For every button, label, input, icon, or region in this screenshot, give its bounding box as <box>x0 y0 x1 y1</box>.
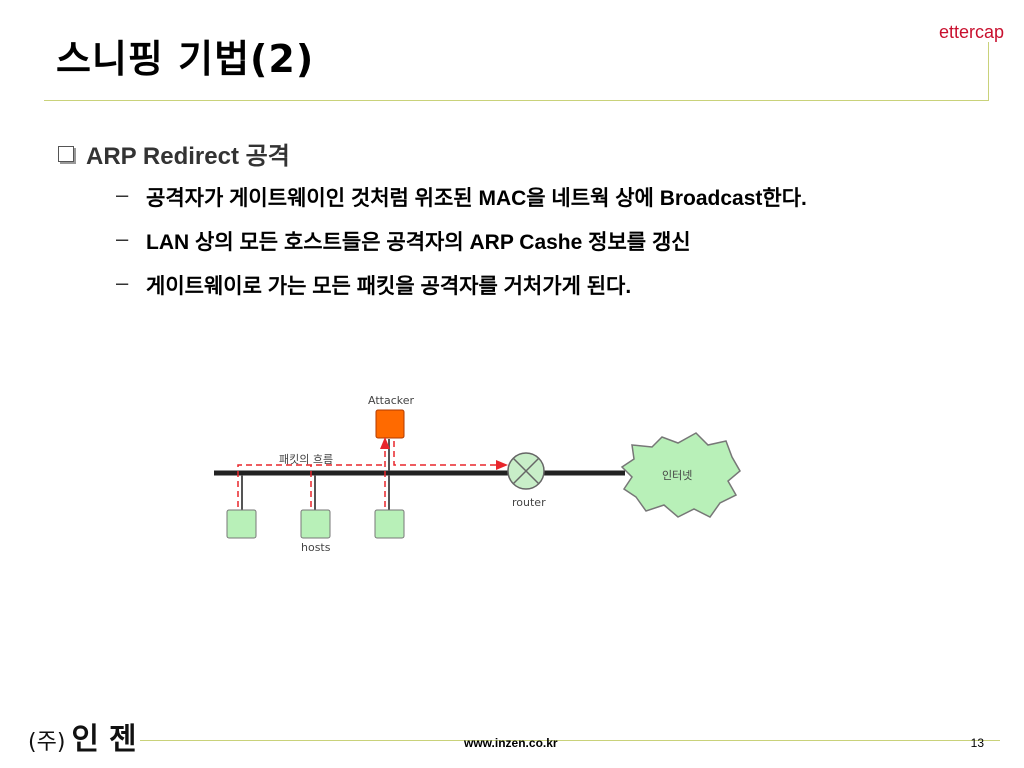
packet-flow-arrows <box>237 441 496 507</box>
topic-tag: ettercap <box>938 22 1004 42</box>
host-node <box>226 509 257 539</box>
host-node <box>300 509 331 539</box>
logo-name: 인젠 <box>71 722 147 757</box>
title-underline <box>44 100 988 101</box>
logo-paren: (주) <box>28 730 66 755</box>
main-bullet-text: ARP Redirect 공격 <box>86 143 290 170</box>
arp-redirect-diagram: Attacker 패킷의 흐름 router 인터넷 hosts <box>200 385 760 560</box>
title-side-line <box>988 42 989 101</box>
attacker-label: Attacker <box>368 394 415 407</box>
page-number: 13 <box>970 736 984 750</box>
footer-url: www.inzen.co.kr <box>464 736 558 750</box>
dash-bullet-icon: – <box>116 226 129 251</box>
router-icon <box>507 452 545 490</box>
sub-bullet: – 게이트웨이로 가는 모든 패킷을 공격자를 거처가게 된다. <box>116 270 916 304</box>
slide-title: 스니핑 기법(2) <box>56 37 315 81</box>
dash-bullet-icon: – <box>116 270 129 295</box>
main-bullet: ARP Redirect 공격 <box>58 136 290 171</box>
sub-bullets: – 공격자가 게이트웨이인 것처럼 위조된 MAC을 네트웍 상에 Broadc… <box>116 182 916 314</box>
footer-line <box>140 740 1000 741</box>
sub-bullet-text: 공격자가 게이트웨이인 것처럼 위조된 MAC을 네트웍 상에 Broadcas… <box>146 187 807 210</box>
flow-arrow-head <box>496 460 508 470</box>
network-diagram-svg <box>214 409 741 539</box>
checkbox-bullet-icon <box>58 145 74 162</box>
sub-bullet-text: LAN 상의 모든 호스트들은 공격자의 ARP Cashe 정보를 갱신 <box>146 231 691 254</box>
sub-bullet: – 공격자가 게이트웨이인 것처럼 위조된 MAC을 네트웍 상에 Broadc… <box>116 182 916 216</box>
internet-label: 인터넷 <box>662 469 693 482</box>
company-logo: (주)인젠 <box>28 714 147 758</box>
dash-bullet-icon: – <box>116 182 129 207</box>
hosts-label: hosts <box>301 541 331 554</box>
sub-bullet-text: 게이트웨이로 가는 모든 패킷을 공격자를 거처가게 된다. <box>146 275 632 298</box>
packet-flow-label: 패킷의 흐름 <box>279 453 334 466</box>
internet-cloud <box>620 432 741 518</box>
attacker-node <box>375 409 405 439</box>
router-label: router <box>512 496 546 509</box>
host-node <box>374 509 405 539</box>
flow-arrow-head <box>380 437 390 449</box>
sub-bullet: – LAN 상의 모든 호스트들은 공격자의 ARP Cashe 정보를 갱신 <box>116 226 916 260</box>
